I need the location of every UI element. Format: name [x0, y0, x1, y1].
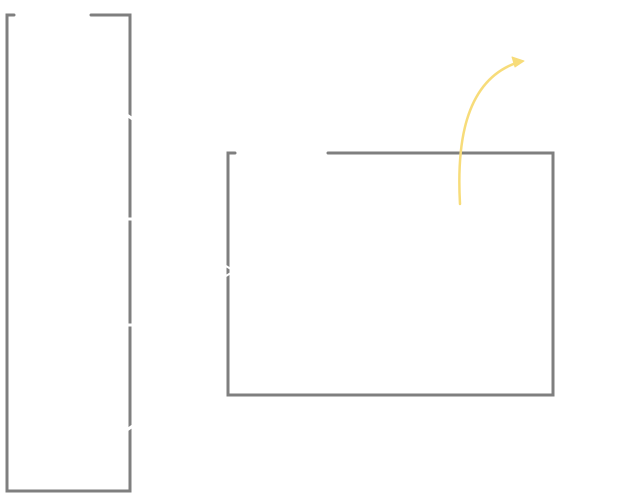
right-wide-container [225, 151, 555, 397]
notch-4 [126, 423, 135, 432]
curved-arrow [458, 56, 525, 206]
curved-arrow-head-icon [511, 56, 525, 68]
left-container-outline [5, 13, 132, 493]
right-container-outline [226, 151, 555, 397]
right-container-left-mark [225, 265, 236, 277]
left-tall-container [5, 13, 135, 493]
left-container-notches [126, 113, 135, 432]
notch-1 [126, 113, 135, 122]
curved-arrow-shaft [458, 60, 521, 206]
